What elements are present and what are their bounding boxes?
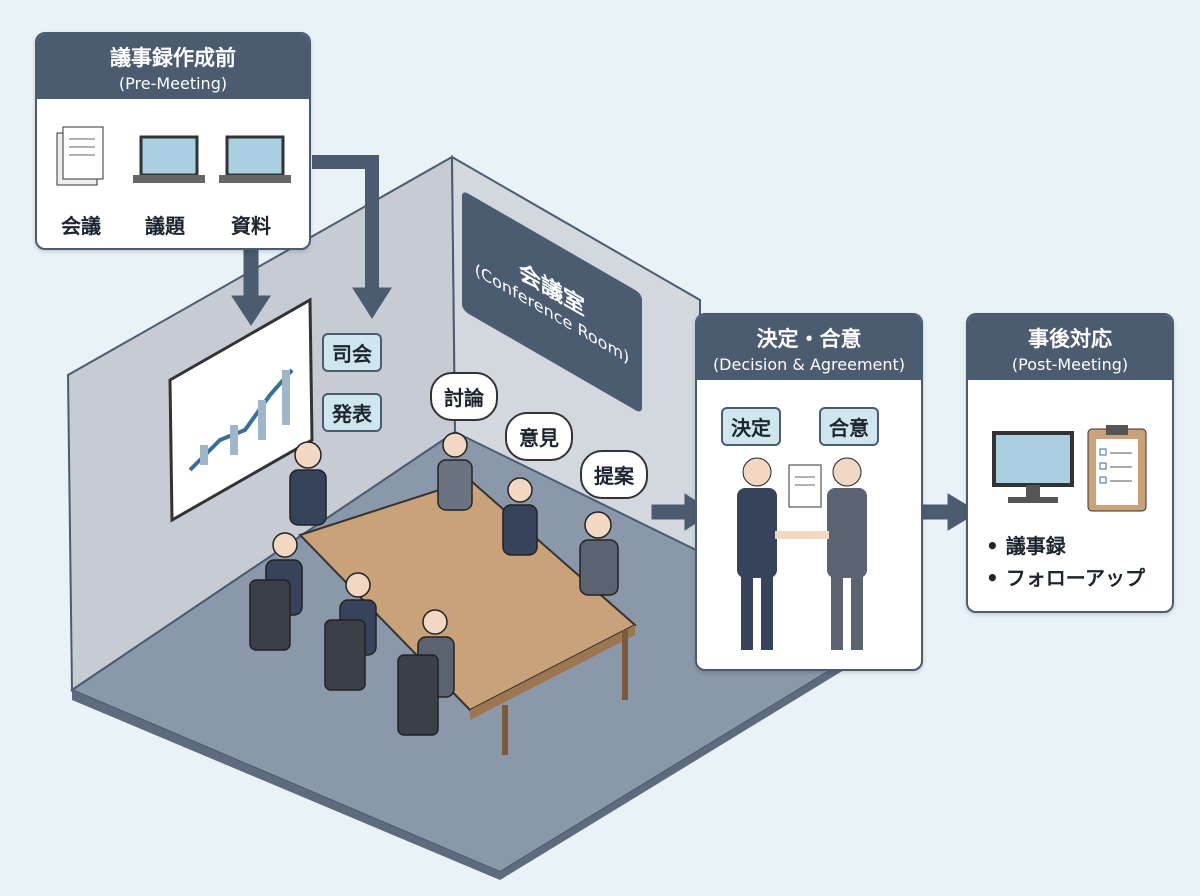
- pre-meeting-panel: 議事録作成前 (Pre-Meeting) 会議 議題 資料: [35, 32, 311, 250]
- monitor-icon: [992, 431, 1074, 503]
- decision-title: 決定・合意: [756, 327, 862, 351]
- speech-bubble-opinion: 意見: [505, 412, 573, 461]
- post-meeting-panel: 事後対応 (Post-Meeting): [966, 313, 1174, 613]
- pre-meeting-title: 議事録作成前: [110, 46, 236, 70]
- handshake-illustration: [737, 457, 867, 650]
- pre-meeting-icons: [56, 126, 291, 186]
- post-meeting-header: 事後対応 (Post-Meeting): [968, 315, 1172, 380]
- document-icon: [788, 464, 822, 508]
- decision-tag: 決定: [721, 407, 781, 446]
- speech-bubble-discussion: 討論: [430, 372, 498, 421]
- post-meeting-icons: [992, 425, 1147, 512]
- decision-panel: 決定・合意 (Decision & Agreement) 決定 合意: [695, 313, 923, 671]
- pre-meeting-item: 会議: [61, 214, 101, 238]
- conference-table: [298, 478, 637, 755]
- bullet-follow-up: • フォローアップ: [986, 566, 1145, 590]
- pre-meeting-subtitle: (Pre-Meeting): [118, 74, 228, 93]
- post-meeting-bullets: • 議事録 • フォローアップ: [986, 530, 1145, 594]
- agreement-tag: 合意: [819, 407, 879, 446]
- clipboard-checklist-icon: [1087, 425, 1147, 512]
- moderator-label: 司会: [322, 333, 382, 372]
- meeting-participants: [249, 432, 619, 736]
- presentation-label: 発表: [322, 393, 382, 432]
- post-meeting-subtitle: (Post-Meeting): [1011, 355, 1129, 374]
- pre-meeting-item: 議題: [145, 214, 185, 238]
- laptop-icon: [133, 135, 205, 183]
- laptop-icon: [219, 135, 291, 183]
- pre-meeting-item: 資料: [231, 214, 271, 238]
- post-meeting-title: 事後対応: [1028, 327, 1112, 351]
- pre-meeting-header: 議事録作成前 (Pre-Meeting): [37, 34, 309, 99]
- decision-subtitle: (Decision & Agreement): [712, 355, 906, 374]
- projector-screen: [168, 297, 314, 523]
- decision-header: 決定・合意 (Decision & Agreement): [697, 315, 921, 380]
- floor-front-edge: [72, 690, 500, 880]
- bullet-minutes: • 議事録: [986, 534, 1066, 558]
- document-icon: [56, 126, 104, 186]
- speech-bubble-proposal: 提案: [580, 450, 648, 499]
